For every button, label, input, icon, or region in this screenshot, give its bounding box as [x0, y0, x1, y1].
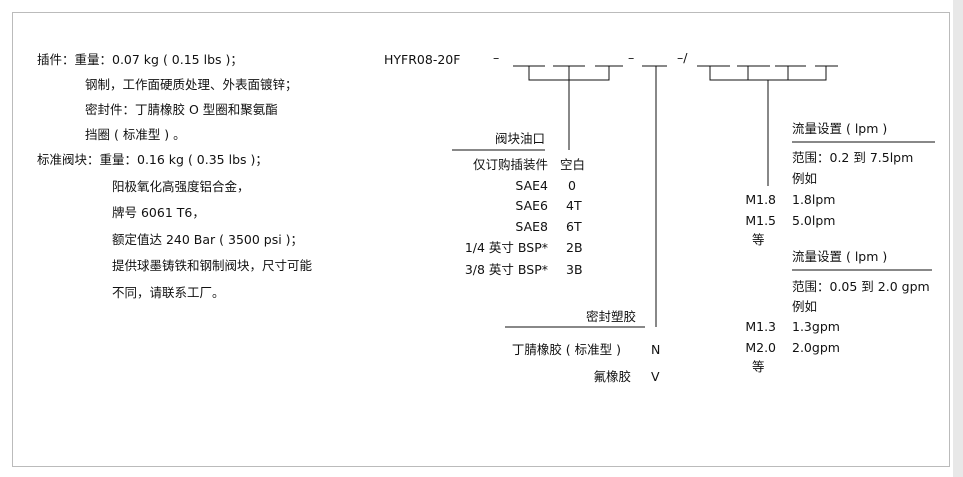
spec-line: 提供球墨铸铁和钢制阀块，尺寸可能: [112, 258, 313, 273]
port-code: 6T: [566, 219, 582, 234]
port-code: 4T: [566, 198, 582, 213]
code-dash: –: [493, 50, 500, 65]
spec-line: 阳极氧化高强度铝合金，: [112, 179, 250, 194]
ports-title: 阀块油口: [494, 131, 545, 146]
spec-line: 钢制，工作面硬质处理、外表面镀锌；: [85, 77, 298, 92]
port-code: 2B: [566, 240, 583, 255]
flow-code: M1.3: [745, 319, 776, 334]
flow-title: 流量设置 ( lpm ): [792, 121, 888, 136]
flow-value: 2.0gpm: [792, 340, 840, 355]
content-frame: [12, 12, 950, 467]
port-code: 0: [568, 178, 576, 193]
flow-value: 5.0lpm: [792, 213, 836, 228]
flow-example: 例如: [792, 171, 818, 186]
code-dash-slash: –/: [677, 50, 688, 65]
flow-range: 范围：0.2 到 7.5lpm: [792, 150, 914, 165]
spec-line: 插件：重量：0.07 kg ( 0.15 lbs )；: [37, 52, 243, 67]
seal-label: 氟橡胶: [593, 369, 631, 384]
spec-line: 额定值达 240 Bar ( 3500 psi )；: [112, 232, 304, 247]
seals-title: 密封塑胶: [585, 309, 636, 324]
port-label: SAE6: [515, 198, 548, 213]
spec-line: 挡圈 ( 标准型 ) 。: [85, 127, 186, 142]
seal-code: V: [651, 369, 660, 384]
port-label: 仅订购插装件: [472, 157, 548, 172]
code-dash: –: [628, 50, 635, 65]
spec-line: 牌号 6061 T6，: [112, 205, 205, 220]
flow-etc: 等: [752, 232, 765, 247]
port-label: SAE4: [515, 178, 548, 193]
flow-example: 例如: [792, 299, 818, 314]
flow-code: M1.5: [745, 213, 776, 228]
seal-label: 丁腈橡胶 ( 标准型 ): [511, 342, 621, 357]
spec-line: 标准阀块：重量：0.16 kg ( 0.35 lbs )；: [37, 152, 268, 167]
flow-title: 流量设置 ( lpm ): [792, 249, 888, 264]
spec-line: 密封件：丁腈橡胶 O 型圈和聚氨酯: [85, 102, 278, 117]
spec-line: 不同，请联系工厂。: [112, 285, 225, 300]
model-code: HYFR08-20F: [384, 52, 461, 67]
scrollbar-track[interactable]: [953, 0, 963, 477]
port-label: 3/8 英寸 BSP*: [464, 262, 548, 277]
flow-value: 1.3gpm: [792, 319, 840, 334]
flow-range: 范围：0.05 到 2.0 gpm: [792, 279, 930, 294]
flow-etc: 等: [752, 359, 765, 374]
flow-code: M1.8: [745, 192, 776, 207]
port-code: 3B: [566, 262, 583, 277]
port-code: 空白: [560, 157, 586, 172]
flow-value: 1.8lpm: [792, 192, 836, 207]
flow-code: M2.0: [745, 340, 776, 355]
port-label: 1/4 英寸 BSP*: [464, 240, 548, 255]
port-label: SAE8: [515, 219, 548, 234]
seal-code: N: [651, 342, 661, 357]
